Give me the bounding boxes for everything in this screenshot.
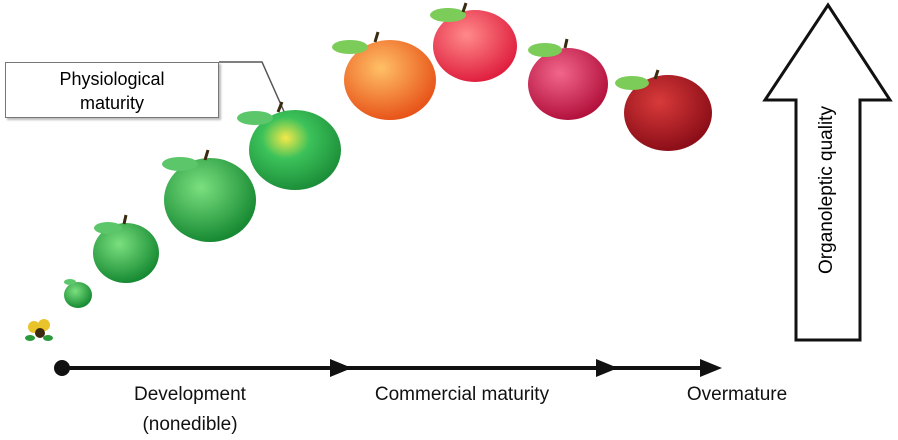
apple-icon-stage-6 bbox=[430, 2, 517, 82]
timeline-arrow bbox=[54, 359, 722, 377]
development-line1: Development bbox=[134, 384, 246, 405]
organoleptic-quality-label: Organoleptic quality bbox=[816, 106, 837, 274]
apple-icon-stage-3 bbox=[162, 149, 256, 242]
apple-icon-stage-8 bbox=[615, 69, 712, 151]
apple-icon-stage-4 bbox=[237, 101, 341, 190]
commercial-maturity-label: Commercial maturity bbox=[374, 384, 550, 405]
overmature-label: Overmature bbox=[686, 384, 788, 405]
apple-icon-stage-1 bbox=[64, 279, 92, 308]
flower-icon bbox=[25, 319, 53, 341]
physiological-maturity-callout: Physiological maturity bbox=[5, 62, 219, 118]
development-line2: (nonedible) bbox=[142, 414, 238, 435]
callout-line1: Physiological bbox=[59, 69, 165, 89]
callout-line2: maturity bbox=[79, 93, 144, 113]
apple-icon-stage-2 bbox=[93, 214, 159, 283]
development-label: Development (nonedible) bbox=[110, 380, 270, 440]
apple-icon-stage-7 bbox=[528, 38, 608, 120]
quality-up-arrow bbox=[762, 2, 893, 342]
apple-icon-stage-5 bbox=[332, 31, 436, 120]
